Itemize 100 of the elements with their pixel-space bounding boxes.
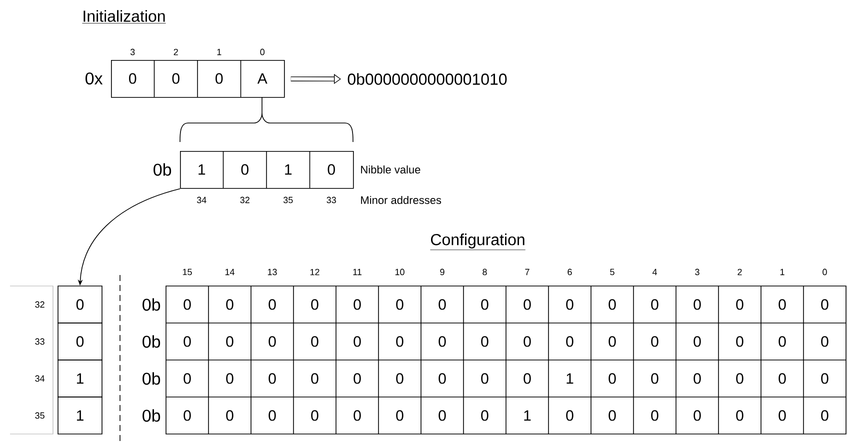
bit-value: 1 [524, 410, 531, 421]
bit-value: 0 [608, 410, 616, 421]
bit-value: 1 [566, 373, 574, 384]
bit-index: 13 [268, 268, 277, 276]
bit-index: 10 [395, 268, 404, 276]
bit-value: 0 [184, 410, 191, 421]
bit-value: 0 [651, 373, 658, 384]
bit-value: 0 [184, 336, 191, 347]
bit-value: 0 [481, 336, 488, 347]
bit-index: 12 [310, 268, 320, 276]
bit-value: 0 [821, 299, 828, 310]
bit-value: 0 [566, 410, 574, 421]
bit-index: 9 [440, 268, 444, 276]
bit-value: 0 [694, 336, 701, 347]
bit-index: 0 [260, 48, 265, 56]
bit-value: 0 [354, 336, 361, 347]
bit-value: 0 [354, 410, 361, 421]
bit-index: 11 [353, 268, 362, 276]
bit-value: 0 [566, 336, 574, 347]
address-column: 32 33 34 35 [10, 286, 54, 434]
bit-value: 0 [354, 373, 361, 384]
bit-value: 0 [694, 410, 701, 421]
bit-value: 0 [736, 410, 744, 421]
bit-value: 0 [396, 373, 404, 384]
row-caption: Minor addresses [361, 196, 442, 204]
bit-value: 0 [736, 373, 744, 384]
bit-index: 3 [695, 268, 700, 276]
nibble-register: 1 0 1 0 [180, 150, 354, 189]
bit-index: 14 [225, 268, 234, 276]
bit-value: 0 [608, 373, 616, 384]
bit-value: 0 [778, 299, 786, 310]
bit-value: 0 [268, 299, 276, 310]
bit-index: 2 [174, 48, 178, 56]
register-prefix: 0b [142, 372, 160, 385]
bit-value: 0 [311, 373, 318, 384]
bit-value: 0 [608, 336, 616, 347]
bit-index: 15 [182, 268, 192, 276]
bit-value: 0 [694, 299, 701, 310]
bit-value: 0 [396, 410, 404, 421]
bit-value: 0 [821, 336, 828, 347]
register-cell: 1 [58, 396, 102, 434]
section-heading: Configuration [430, 234, 526, 250]
bit-value: 0 [651, 299, 658, 310]
bit-value: 0 [524, 299, 531, 310]
bit-value: 0 [311, 299, 318, 310]
bit-value: 0 [268, 373, 276, 384]
bit-index: 1 [780, 268, 784, 276]
minor-address: 32 [240, 196, 250, 204]
register-prefix: 0b [142, 335, 160, 348]
bit-value: 0 [226, 373, 234, 384]
register-cell: 0 [58, 322, 102, 360]
bit-value: 0 [481, 410, 488, 421]
bit-value: 0 [821, 373, 828, 384]
bit-value: 0 [694, 373, 701, 384]
bit-value: 0 [311, 336, 318, 347]
bit-index: 2 [738, 268, 742, 276]
bit-value: 0 [396, 299, 404, 310]
bit-value: 0 [311, 410, 318, 421]
register-prefix: 0b [142, 298, 160, 311]
bit-value: 0 [226, 299, 234, 310]
register-prefix: 0b [142, 409, 160, 422]
bit-value: 0 [184, 373, 191, 384]
bit-index: 1 [217, 48, 222, 56]
bit-index: 7 [525, 268, 530, 276]
bit-index: 8 [482, 268, 487, 276]
minor-address: 33 [326, 196, 336, 204]
bit-value: 0 [438, 410, 446, 421]
minor-address: 35 [283, 196, 293, 204]
bit-value: 0 [268, 410, 276, 421]
binary-value: 0b0000000000001010 [348, 73, 507, 85]
bit-index: 5 [610, 268, 614, 276]
bit-value: 0 [736, 336, 744, 347]
register-cell: 1 [58, 360, 102, 398]
bit-index: 6 [568, 268, 572, 276]
bit-value: 0 [268, 336, 276, 347]
register-prefix: 0b [154, 163, 172, 176]
bit-value: 0 [438, 299, 446, 310]
bit-value: 0 [608, 299, 616, 310]
bit-value: 0 [778, 336, 786, 347]
bit-value: 0 [778, 410, 786, 421]
hex-register: 0 0 0 A [111, 60, 285, 98]
bit-value: 0 [651, 410, 658, 421]
bit-value: 0 [524, 336, 531, 347]
bit-value: 0 [184, 299, 191, 310]
bit-value: 0 [566, 299, 574, 310]
bit-value: 0 [354, 299, 361, 310]
bit-value: 0 [226, 410, 234, 421]
bit-value: 0 [226, 336, 234, 347]
bit-value: 0 [821, 410, 828, 421]
bit-value: 0 [524, 373, 531, 384]
bit-value: 0 [438, 336, 446, 347]
bit-value: 0 [778, 373, 786, 384]
bit-value: 0 [438, 373, 446, 384]
bit-value: 0 [481, 373, 488, 384]
bit-value: 0 [481, 299, 488, 310]
bit-index: 3 [130, 48, 135, 56]
minor-address: 34 [196, 196, 206, 204]
bit-value: 0 [736, 299, 744, 310]
bit-value: 0 [651, 336, 658, 347]
section-heading: Initialization [82, 10, 166, 24]
